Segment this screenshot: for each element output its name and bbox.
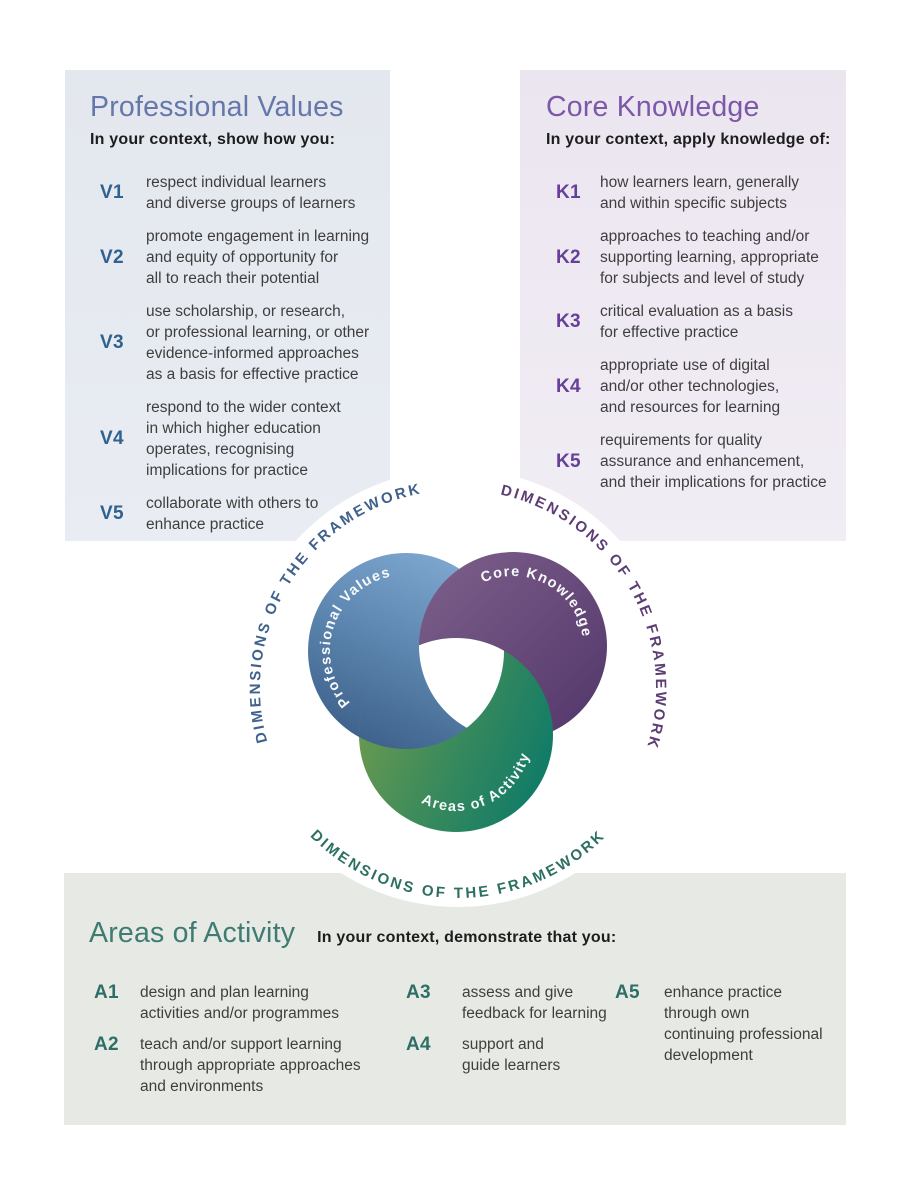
knowledge-item-k4-text: appropriate use of digital and/or other …	[600, 357, 781, 416]
activity-item-a2-code: A2	[94, 1034, 119, 1055]
activity-item-a2: A2 teach and/or support learning through…	[94, 1034, 406, 1097]
value-item-v1-text: respect individual learners and diverse …	[146, 174, 356, 212]
value-item-v3-code: V3	[100, 332, 124, 353]
core-knowledge-panel: Core Knowledge In your context, apply kn…	[520, 70, 846, 541]
value-item-v3: V3 use scholarship, or research, or prof…	[100, 301, 390, 385]
value-item-v1-code: V1	[100, 182, 124, 203]
activity-item-a5: A5 enhance practice through own continui…	[615, 982, 845, 1066]
areas-of-activity-panel: Areas of Activity In your context, demon…	[64, 873, 846, 1125]
activity-item-a5-text: enhance practice through own continuing …	[664, 984, 823, 1064]
core-knowledge-list: K1 how learners learn, generally and wit…	[546, 172, 846, 493]
value-item-v4: V4 respond to the wider context in which…	[100, 397, 390, 481]
activity-column-2: A3 assess and give feedback for learning…	[406, 982, 615, 1097]
activity-item-a3: A3 assess and give feedback for learning	[406, 982, 615, 1024]
core-knowledge-intro: In your context, apply knowledge of:	[546, 131, 831, 148]
areas-of-activity-header: Areas of Activity In your context, demon…	[89, 917, 846, 956]
knowledge-item-k1: K1 how learners learn, generally and wit…	[556, 172, 846, 214]
areas-of-activity-list: A1 design and plan learning activities a…	[89, 982, 846, 1097]
knowledge-item-k4: K4 appropriate use of digital and/or oth…	[556, 355, 846, 418]
activity-item-a5-code: A5	[615, 982, 640, 1003]
knowledge-item-k1-text: how learners learn, generally and within…	[600, 174, 800, 212]
core-knowledge-title: Core Knowledge	[546, 91, 760, 123]
knowledge-item-k3-text: critical evaluation as a basis for effec…	[600, 303, 793, 341]
knowledge-item-k3-code: K3	[556, 311, 581, 332]
professional-values-list: V1 respect individual learners and diver…	[90, 172, 390, 535]
activity-column-1: A1 design and plan learning activities a…	[94, 982, 406, 1097]
value-item-v2-text: promote engagement in learning and equit…	[146, 228, 370, 287]
knowledge-item-k2-code: K2	[556, 246, 581, 268]
areas-of-activity-intro: In your context, demonstrate that you:	[317, 929, 617, 946]
professional-values-intro: In your context, show how you:	[90, 131, 336, 148]
activity-item-a4: A4 support and guide learners	[406, 1034, 615, 1076]
value-item-v3-text: use scholarship, or research, or profess…	[146, 303, 370, 383]
activity-item-a1: A1 design and plan learning activities a…	[94, 982, 406, 1024]
value-item-v4-code: V4	[100, 428, 124, 449]
activity-item-a1-text: design and plan learning activities and/…	[140, 984, 339, 1022]
value-item-v5-code: V5	[100, 503, 124, 524]
value-item-v5-text: collaborate with others to enhance pract…	[146, 495, 319, 533]
activity-item-a3-text: assess and give feedback for learning	[462, 984, 607, 1022]
knowledge-item-k5-text: requirements for quality assurance and e…	[600, 432, 827, 491]
value-item-v2: V2 promote engagement in learning and eq…	[100, 226, 390, 289]
professional-values-title: Professional Values	[90, 91, 344, 123]
value-item-v4-text: respond to the wider context in which hi…	[146, 399, 341, 479]
activity-column-3: A5 enhance practice through own continui…	[615, 982, 845, 1097]
knowledge-item-k4-code: K4	[556, 375, 581, 397]
activity-item-a3-code: A3	[406, 982, 431, 1003]
knowledge-item-k1-code: K1	[556, 182, 581, 203]
value-item-v5: V5 collaborate with others to enhance pr…	[100, 493, 390, 535]
value-item-v2-code: V2	[100, 246, 124, 268]
activity-item-a4-code: A4	[406, 1034, 431, 1055]
knowledge-item-k3: K3 critical evaluation as a basis for ef…	[556, 301, 846, 343]
activity-item-a4-text: support and guide learners	[462, 1036, 561, 1074]
activity-item-a1-code: A1	[94, 982, 119, 1003]
professional-values-panel: Professional Values In your context, sho…	[65, 70, 390, 541]
knowledge-item-k5: K5 requirements for quality assurance an…	[556, 430, 846, 493]
areas-of-activity-title: Areas of Activity	[89, 917, 296, 949]
knowledge-item-k5-code: K5	[556, 450, 581, 472]
activity-item-a2-text: teach and/or support learning through ap…	[140, 1036, 361, 1095]
value-item-v1: V1 respect individual learners and diver…	[100, 172, 390, 214]
knowledge-item-k2-text: approaches to teaching and/or supporting…	[600, 228, 819, 287]
knowledge-item-k2: K2 approaches to teaching and/or support…	[556, 226, 846, 289]
